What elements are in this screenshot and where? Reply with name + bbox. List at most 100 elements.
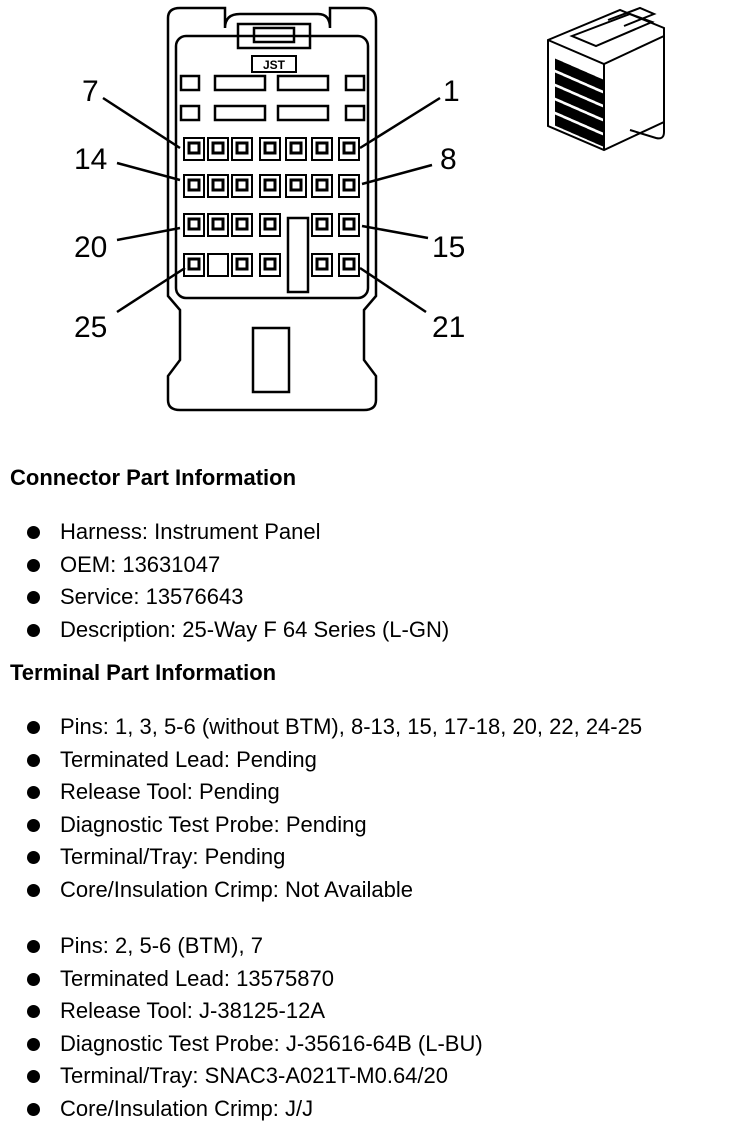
- pin-terminal: [342, 257, 356, 271]
- iso-cavity: [579, 97, 587, 112]
- list-item-text: Diagnostic Test Probe: Pending: [60, 811, 367, 837]
- bullet-icon: [27, 1005, 40, 1019]
- bullet-icon: [27, 883, 40, 897]
- list-item: Core/Insulation Crimp: J/J: [0, 1093, 483, 1126]
- list-item: Description: 25-Way F 64 Series (L-GN): [0, 614, 449, 647]
- list-item: Release Tool: J-38125-12A: [0, 995, 483, 1028]
- pin-terminal: [315, 178, 329, 192]
- list-item: Terminated Lead: Pending: [0, 744, 642, 777]
- connector-diagram: JST 7 1 14 8 20 15 25 21: [74, 6, 665, 412]
- bullet-icon: [27, 972, 40, 986]
- pin-terminal: [235, 141, 249, 155]
- iso-cavity: [563, 62, 571, 77]
- pin-label-14: 14: [74, 143, 107, 176]
- iso-cavity: [563, 76, 571, 91]
- list-item-text: Core/Insulation Crimp: J/J: [60, 1095, 314, 1121]
- pin-cavity-grid: [183, 137, 360, 277]
- terminal-info-heading: Terminal Part Information: [10, 660, 277, 685]
- bullet-icon: [27, 818, 40, 832]
- pin-label-15: 15: [432, 231, 465, 264]
- list-item-text: Terminated Lead: Pending: [60, 746, 317, 772]
- iso-cavity: [579, 69, 587, 84]
- list-item: Terminal/Tray: SNAC3-A021T-M0.64/20: [0, 1060, 483, 1093]
- pin-terminal: [289, 141, 303, 155]
- iso-cavity: [587, 72, 595, 87]
- iso-cavity: [571, 79, 579, 94]
- list-item-text: Pins: 1, 3, 5-6 (without BTM), 8-13, 15,…: [60, 714, 643, 739]
- iso-cavity: [571, 107, 579, 122]
- list-item: Terminated Lead: 13575870: [0, 963, 483, 996]
- terminal-info-group-2: Pins: 2, 5-6 (BTM), 7 Terminated Lead: 1…: [0, 930, 483, 1126]
- bullet-icon: [27, 623, 40, 637]
- bullet-icon: [27, 558, 40, 572]
- iso-cavity: [579, 125, 587, 140]
- list-item-text: OEM: 13631047: [60, 551, 221, 577]
- pin-terminal: [263, 178, 277, 192]
- bullet-icon: [27, 851, 40, 865]
- list-item-text: Terminal/Tray: SNAC3-A021T-M0.64/20: [60, 1063, 448, 1089]
- iso-cavity: [595, 132, 603, 147]
- connector-face: [166, 6, 378, 412]
- pin-terminal: [235, 217, 249, 231]
- terminal-info-group-1: Pins: 1, 3, 5-6 (without BTM), 8-13, 15,…: [0, 711, 642, 907]
- iso-cavity: [563, 90, 571, 105]
- pin-label-8: 8: [440, 143, 457, 176]
- list-item-text: Pins: 2, 5-6 (BTM), 7: [60, 933, 263, 958]
- pin-terminal: [211, 141, 225, 155]
- iso-cavity: [563, 104, 571, 119]
- list-item-text: Core/Insulation Crimp: Not Available: [60, 876, 413, 902]
- pin-label-20: 20: [74, 231, 107, 264]
- iso-cavity: [587, 114, 595, 129]
- pin-label-25: 25: [74, 311, 107, 344]
- bullet-icon: [27, 721, 40, 734]
- pin-terminal: [315, 257, 329, 271]
- connector-info-heading: Connector Part Information: [10, 465, 297, 490]
- iso-cavity: [571, 65, 579, 80]
- iso-cavity: [595, 76, 603, 91]
- list-item: Release Tool: Pending: [0, 776, 642, 809]
- iso-cavity: [563, 118, 571, 133]
- connector-3d-view: [547, 6, 665, 152]
- iso-cavity: [579, 111, 587, 126]
- pin-terminal: [235, 178, 249, 192]
- pin-terminal: [187, 141, 201, 155]
- list-item: Terminal/Tray: Pending: [0, 841, 642, 874]
- list-item: Diagnostic Test Probe: Pending: [0, 809, 642, 842]
- pin-terminal: [187, 217, 201, 231]
- list-item-text: Terminal/Tray: Pending: [60, 844, 286, 870]
- bullet-icon: [27, 1070, 40, 1084]
- iso-cavity: [555, 72, 563, 87]
- list-item-text: Diagnostic Test Probe: J-35616-64B (L-BU…: [60, 1030, 483, 1056]
- pin-terminal: [263, 141, 277, 155]
- pin-terminal: [342, 217, 356, 231]
- list-item: Diagnostic Test Probe: J-35616-64B (L-BU…: [0, 1028, 483, 1061]
- pin-terminal: [211, 178, 225, 192]
- bullet-icon: [27, 1037, 40, 1051]
- list-item: Pins: 2, 5-6 (BTM), 7: [0, 930, 483, 963]
- connector-info-list: Harness: Instrument Panel OEM: 13631047 …: [0, 516, 449, 646]
- list-item-text: Harness: Instrument Panel: [60, 519, 321, 544]
- pin-terminal: [187, 178, 201, 192]
- bullet-icon: [27, 1102, 40, 1116]
- iso-cavity: [595, 104, 603, 119]
- iso-cavity: [587, 100, 595, 115]
- bullet-icon: [27, 526, 40, 539]
- jst-logo: JST: [251, 55, 297, 73]
- list-item-text: Description: 25-Way F 64 Series (L-GN): [60, 616, 450, 642]
- iso-cavity: [579, 83, 587, 98]
- list-item-text: Terminated Lead: 13575870: [60, 965, 334, 991]
- pin-terminal: [342, 141, 356, 155]
- iso-cavity: [555, 100, 563, 115]
- list-item: OEM: 13631047: [0, 549, 449, 582]
- iso-cavity: [595, 118, 603, 133]
- pin-terminal: [315, 141, 329, 155]
- iso-cavity: [587, 86, 595, 101]
- bullet-icon: [27, 591, 40, 605]
- pin-label-21: 21: [432, 311, 465, 344]
- pin-label-7: 7: [82, 75, 99, 108]
- iso-cavity: [555, 114, 563, 129]
- bullet-icon: [27, 753, 40, 767]
- list-item-text: Release Tool: Pending: [60, 779, 280, 805]
- list-item: Core/Insulation Crimp: Not Available: [0, 874, 642, 907]
- bullet-icon: [27, 940, 40, 953]
